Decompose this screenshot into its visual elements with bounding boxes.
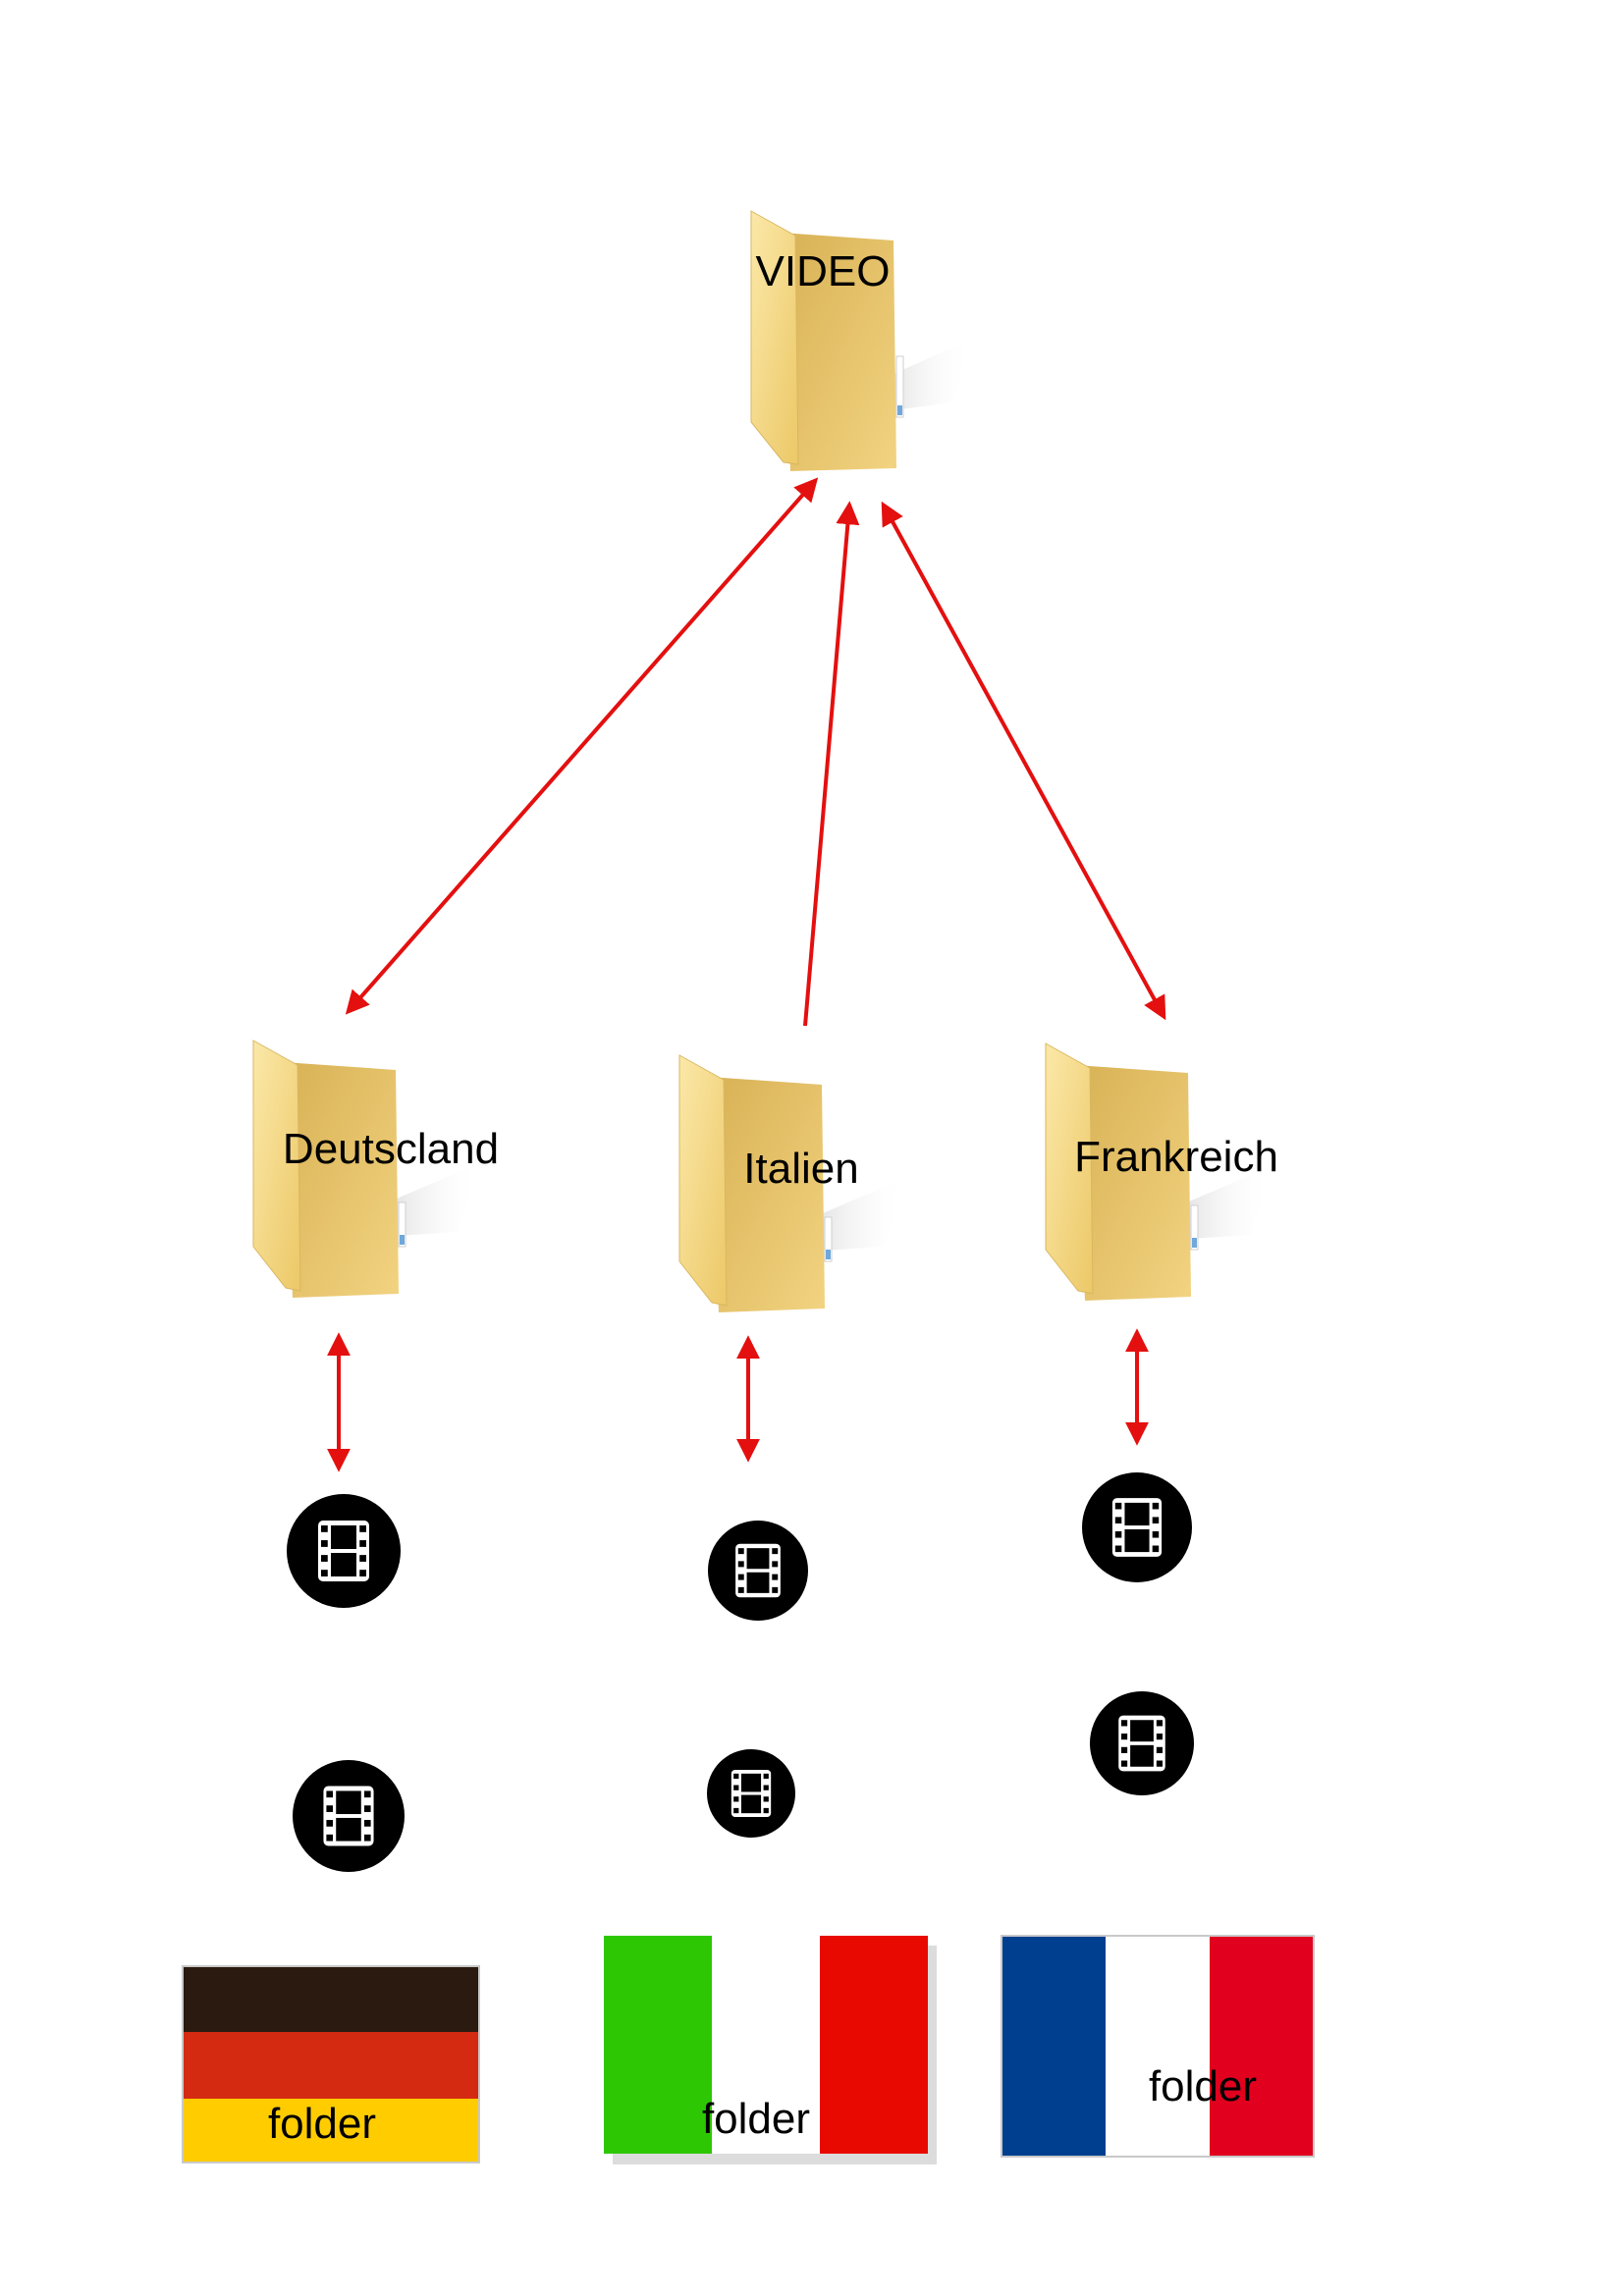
video-file-icon[interactable]: [287, 1494, 401, 1608]
film-icon: [318, 1521, 369, 1581]
video-file-icon[interactable]: [1090, 1691, 1194, 1795]
folder-label: Frankreich: [1074, 1133, 1278, 1181]
film-icon: [1111, 1498, 1163, 1557]
flag-label: folder: [268, 2100, 376, 2148]
flag-france: folder: [1001, 1935, 1315, 2158]
video-file-icon[interactable]: [293, 1760, 405, 1872]
flag-stripe: [1210, 1936, 1314, 2157]
flag-stripe: [1001, 1936, 1106, 2157]
folder-icon: [678, 1054, 905, 1312]
flag-label: folder: [1149, 2062, 1257, 2110]
flag-stripe: [183, 2032, 479, 2099]
folder-frankreich[interactable]: Frankreich: [1045, 1042, 1278, 1301]
folder-icon: [1045, 1042, 1272, 1301]
folder-italien[interactable]: Italien: [678, 1054, 905, 1312]
connector-arrow-deutscland: [345, 477, 819, 1015]
flag-stripe: [604, 1936, 712, 2154]
flag-italy: folder: [604, 1936, 937, 2164]
flag-stripe: [820, 1936, 928, 2154]
film-icon: [1118, 1715, 1165, 1772]
film-icon: [735, 1543, 781, 1598]
folder-icon: [252, 1040, 479, 1298]
folder-deutscland[interactable]: Deutscland: [252, 1040, 499, 1298]
folder-icon: [750, 210, 972, 471]
root-folder-label: VIDEO: [756, 247, 891, 295]
connector-arrow-frankreich: [881, 501, 1166, 1021]
flag-stripe: [712, 1936, 820, 2154]
connector-arrow-italien: [803, 501, 860, 1027]
film-icon: [731, 1769, 772, 1818]
film-icon: [323, 1786, 374, 1846]
video-file-icon[interactable]: [1082, 1472, 1192, 1582]
root-folder[interactable]: VIDEO: [750, 210, 972, 471]
video-file-icon[interactable]: [707, 1749, 795, 1838]
flag-label: folder: [702, 2095, 810, 2143]
folder-label: Italien: [743, 1145, 858, 1193]
flag-germany: folder: [182, 1965, 480, 2163]
folder-label: Deutscland: [283, 1125, 499, 1173]
flag-stripe: [183, 1966, 479, 2032]
flag-stripe: [183, 2099, 479, 2163]
video-file-icon[interactable]: [708, 1521, 808, 1621]
flag-stripe: [1106, 1936, 1210, 2157]
